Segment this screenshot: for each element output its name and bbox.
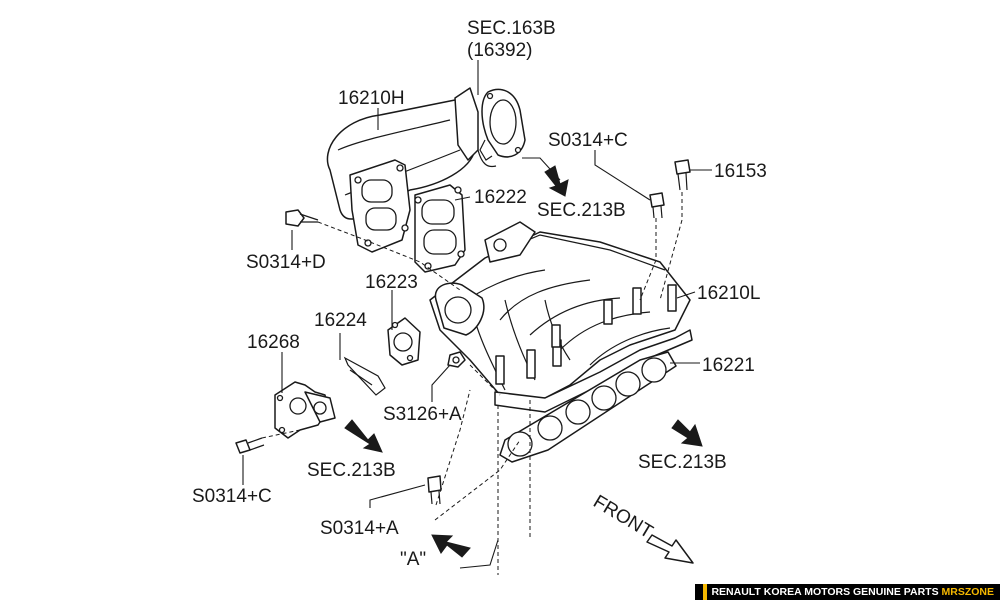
label-sec213b-right: SEC.213B [638, 452, 727, 473]
bolt-s0314-c-bottom [235, 437, 265, 454]
label-s0314d: S0314+D [246, 252, 326, 273]
label-s3126a: S3126+A [383, 404, 462, 425]
label-s0314c-bottom: S0314+C [192, 486, 272, 507]
label-16223: 16223 [365, 272, 418, 293]
intake-manifold-lower [429, 221, 693, 413]
part-labels: SEC.163B (16392) 16210H S0314+C 16153 16… [192, 18, 767, 570]
arrow-view-a [431, 534, 471, 558]
leader-lines [242, 60, 712, 569]
label-16221: 16221 [702, 355, 755, 376]
label-s0314a: S0314+A [320, 518, 399, 539]
label-sec163b-sub: (16392) [467, 40, 533, 61]
label-sec163b: SEC.163B [467, 18, 556, 39]
footer-watermark: RENAULT KOREA MOTORS GENUINE PARTS MRSZO… [695, 584, 1000, 600]
throttle-chamber-gasket [477, 88, 526, 168]
arrow-sec213b-top [544, 165, 569, 197]
bolt-s0314-c-top [649, 192, 665, 219]
label-sec213b-left: SEC.213B [307, 460, 396, 481]
label-s0314c-top: S0314+C [548, 130, 628, 151]
gasket-16223 [387, 317, 421, 366]
bolt-16153 [674, 159, 691, 191]
alignment-lines [261, 192, 683, 575]
footer-brand: MRSZONE [941, 586, 995, 598]
section-arrows [344, 165, 703, 558]
collector-gasket-16222 [414, 184, 466, 273]
hose-clamp-16224 [343, 356, 386, 396]
front-direction-arrow [646, 534, 694, 564]
intake-collector-upper [326, 87, 479, 253]
label-view-a: "A" [400, 549, 426, 570]
bolt-s0314-a [427, 475, 442, 505]
footer-accent-mark [703, 584, 708, 600]
label-16153: 16153 [714, 161, 767, 182]
arrow-sec213b-right [671, 419, 703, 447]
manifold-gasket-16221 [499, 351, 677, 463]
label-16222: 16222 [474, 187, 527, 208]
label-sec213b-top: SEC.213B [537, 200, 626, 221]
valve-assembly-16268 [274, 381, 336, 439]
label-16268: 16268 [247, 332, 300, 353]
label-16210l: 16210L [697, 283, 760, 304]
nut-s3126-a [447, 351, 466, 368]
label-16224: 16224 [314, 310, 367, 331]
arrow-sec213b-left [344, 419, 383, 453]
label-16210h: 16210H [338, 88, 405, 109]
label-front: FRONT [589, 491, 656, 543]
footer-text: RENAULT KOREA MOTORS GENUINE PARTS [711, 586, 939, 598]
bolt-s0314-d [285, 209, 319, 227]
